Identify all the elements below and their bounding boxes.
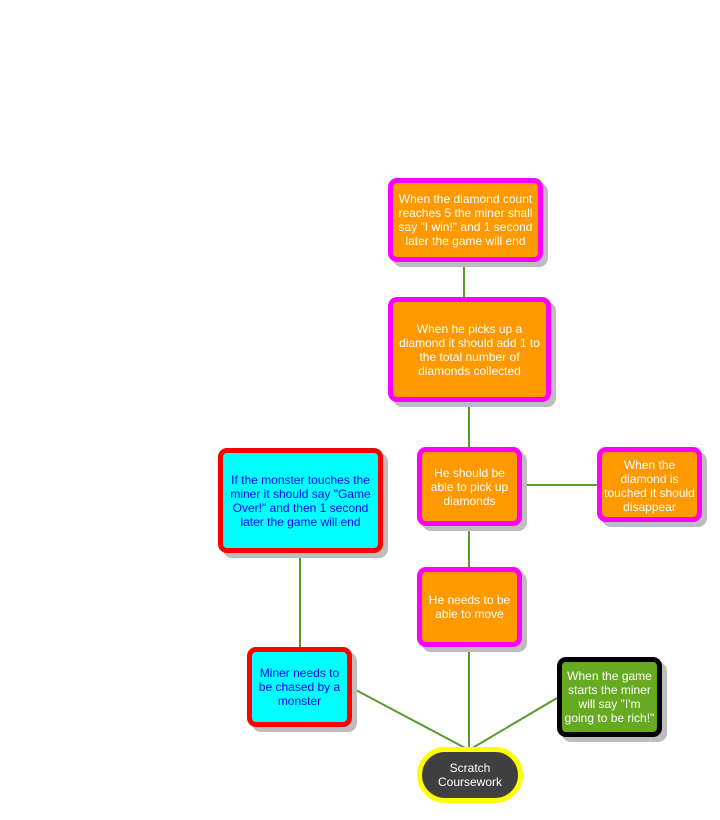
root-text: Scratch Coursework	[437, 761, 503, 789]
node-text: When the diamond count reaches 5 the min…	[398, 192, 533, 248]
node-text: Miner needs to be chased by a monster	[258, 666, 341, 708]
node-text: He should be able to pick up diamonds	[430, 465, 509, 508]
node-text: When the game starts the miner will say …	[564, 669, 655, 725]
link-start-root	[468, 697, 558, 751]
root-node[interactable]: Scratch Coursework	[417, 747, 523, 803]
node-able-to-move[interactable]: He needs to be able to move	[417, 567, 522, 647]
node-text: If the monster touches the miner it shou…	[230, 472, 371, 529]
node-game-over[interactable]: If the monster touches the miner it shou…	[218, 448, 383, 553]
node-diamond-disappear[interactable]: When the diamond is touched it should di…	[597, 447, 702, 522]
node-text: When he picks up a diamond it should add…	[399, 321, 540, 378]
node-text: When the diamond is touched it should di…	[604, 458, 695, 514]
node-diamond-count[interactable]: When he picks up a diamond it should add…	[388, 297, 551, 402]
node-game-start[interactable]: When the game starts the miner will say …	[557, 657, 662, 737]
node-text: He needs to be able to move	[428, 593, 511, 621]
node-win-condition[interactable]: When the diamond count reaches 5 the min…	[388, 178, 543, 262]
link-chased-root	[351, 687, 470, 751]
node-pick-up-diamonds[interactable]: He should be able to pick up diamonds	[417, 447, 522, 526]
node-chased-by-monster[interactable]: Miner needs to be chased by a monster	[247, 647, 352, 727]
